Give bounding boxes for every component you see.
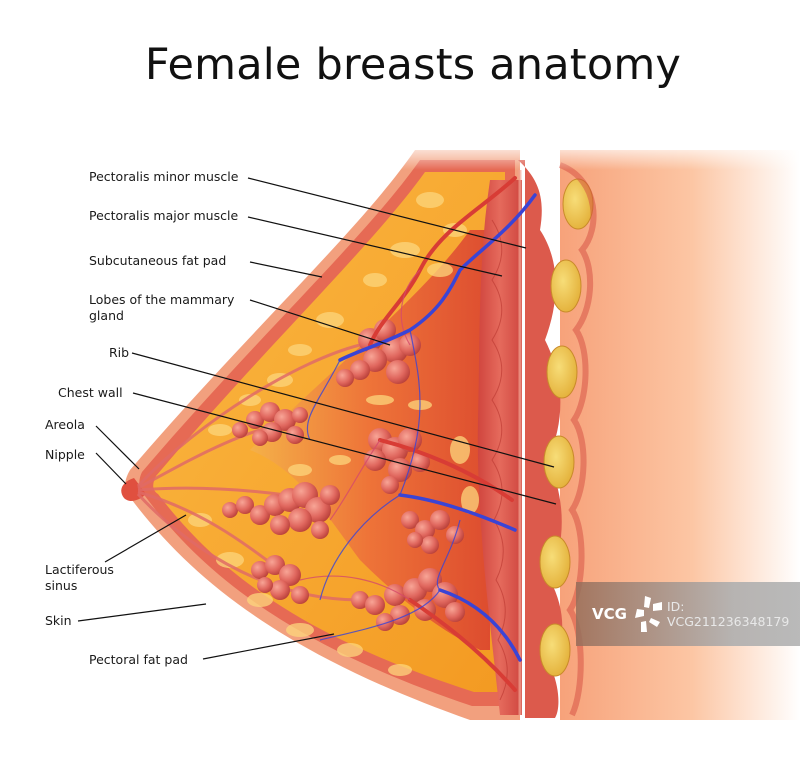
label-subcutaneous-fat-pad: Subcutaneous fat pad [89, 253, 227, 268]
label-lobes-line1: Lobes of the mammary [89, 292, 235, 307]
watermark-logo: VCG [592, 605, 627, 623]
label-lobes-line2: gland [89, 308, 124, 323]
label-areola: Areola [45, 417, 85, 432]
label-pectoralis-minor: Pectoralis minor muscle [89, 169, 239, 184]
label-lactiferous-line2: sinus [45, 578, 78, 593]
chest-wall [518, 160, 563, 718]
label-rib: Rib [109, 345, 130, 360]
lactiferous-ducts [136, 343, 361, 602]
veins [338, 193, 537, 662]
watermark-id: ID: VCG211236348179 [666, 599, 790, 629]
watermark: VCG ID: VCG211236348179 [576, 582, 800, 646]
vcg-star-icon [633, 596, 663, 632]
pectoralis-major [477, 180, 522, 715]
label-nipple: Nipple [45, 447, 85, 462]
label-lactiferous-line1: Lactiferous [45, 562, 114, 577]
label-pectoralis-major: Pectoralis major muscle [89, 208, 239, 223]
label-skin: Skin [45, 613, 72, 628]
leader-lines [77, 177, 557, 660]
arteries [368, 176, 517, 692]
label-pectoral-fat-pad: Pectoral fat pad [89, 652, 188, 667]
page-title: Female breasts anatomy [144, 40, 682, 90]
label-chest-wall: Chest wall [58, 385, 123, 400]
